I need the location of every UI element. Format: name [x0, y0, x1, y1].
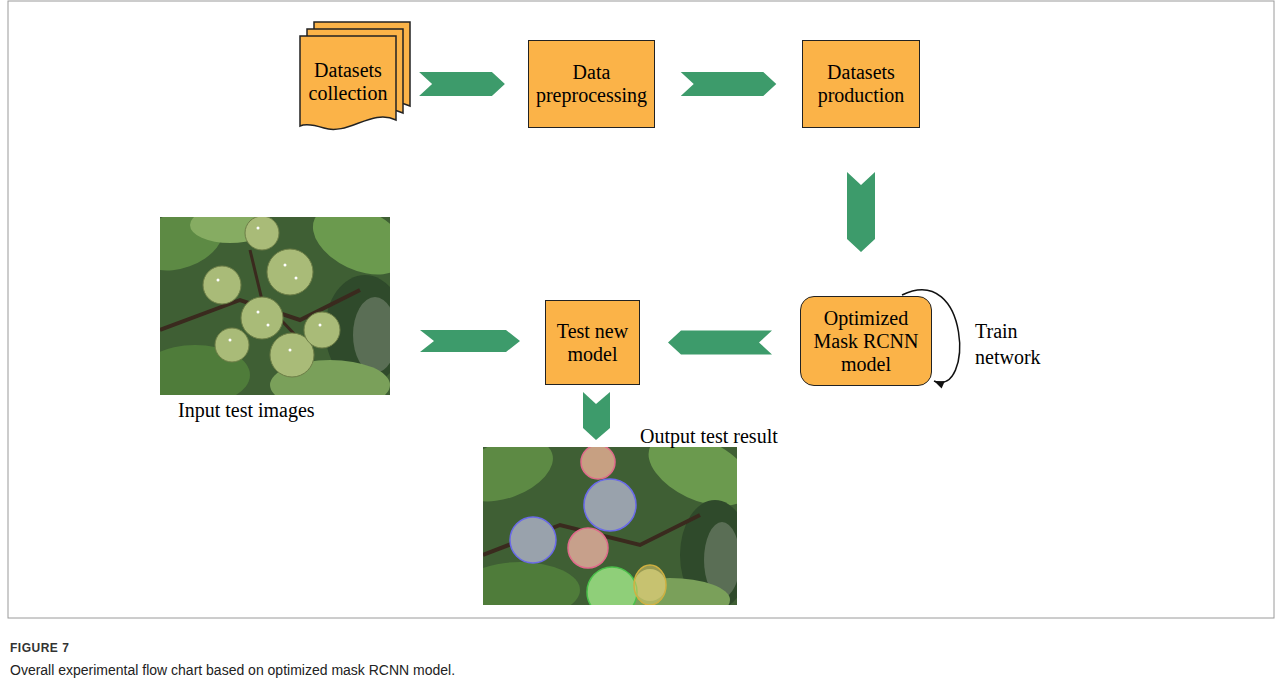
output-photo [483, 447, 737, 605]
process-box: Data preprocessing [528, 40, 655, 128]
node-text: Datasets production [809, 61, 913, 107]
node-text: Test new model [552, 320, 633, 366]
chevron-arrow [668, 331, 772, 355]
process-box: Test new model [545, 300, 640, 385]
chevron-arrow [419, 72, 505, 96]
input-photo [160, 217, 390, 395]
node-text: Data preprocessing [535, 61, 648, 107]
figure-caption: Overall experimental flow chart based on… [10, 662, 455, 678]
document-stack: Datasets collection [300, 36, 396, 128]
arrow-label: Output test result [640, 423, 778, 449]
process-box: Datasets production [802, 40, 920, 128]
input-arrow [420, 330, 520, 352]
chevron-arrow [681, 72, 777, 96]
model-box: Optimized Mask RCNN model [800, 296, 932, 386]
output-arrow [583, 392, 610, 440]
node-text: Optimized Mask RCNN model [807, 307, 925, 376]
image-label: Input test images [178, 397, 315, 423]
node-text: Datasets collection [306, 59, 390, 105]
chevron-arrow [847, 172, 875, 252]
figure-border [8, 1, 1274, 618]
figure-number: FIGURE 7 [10, 641, 69, 657]
loop-label: Train network [975, 318, 1055, 370]
